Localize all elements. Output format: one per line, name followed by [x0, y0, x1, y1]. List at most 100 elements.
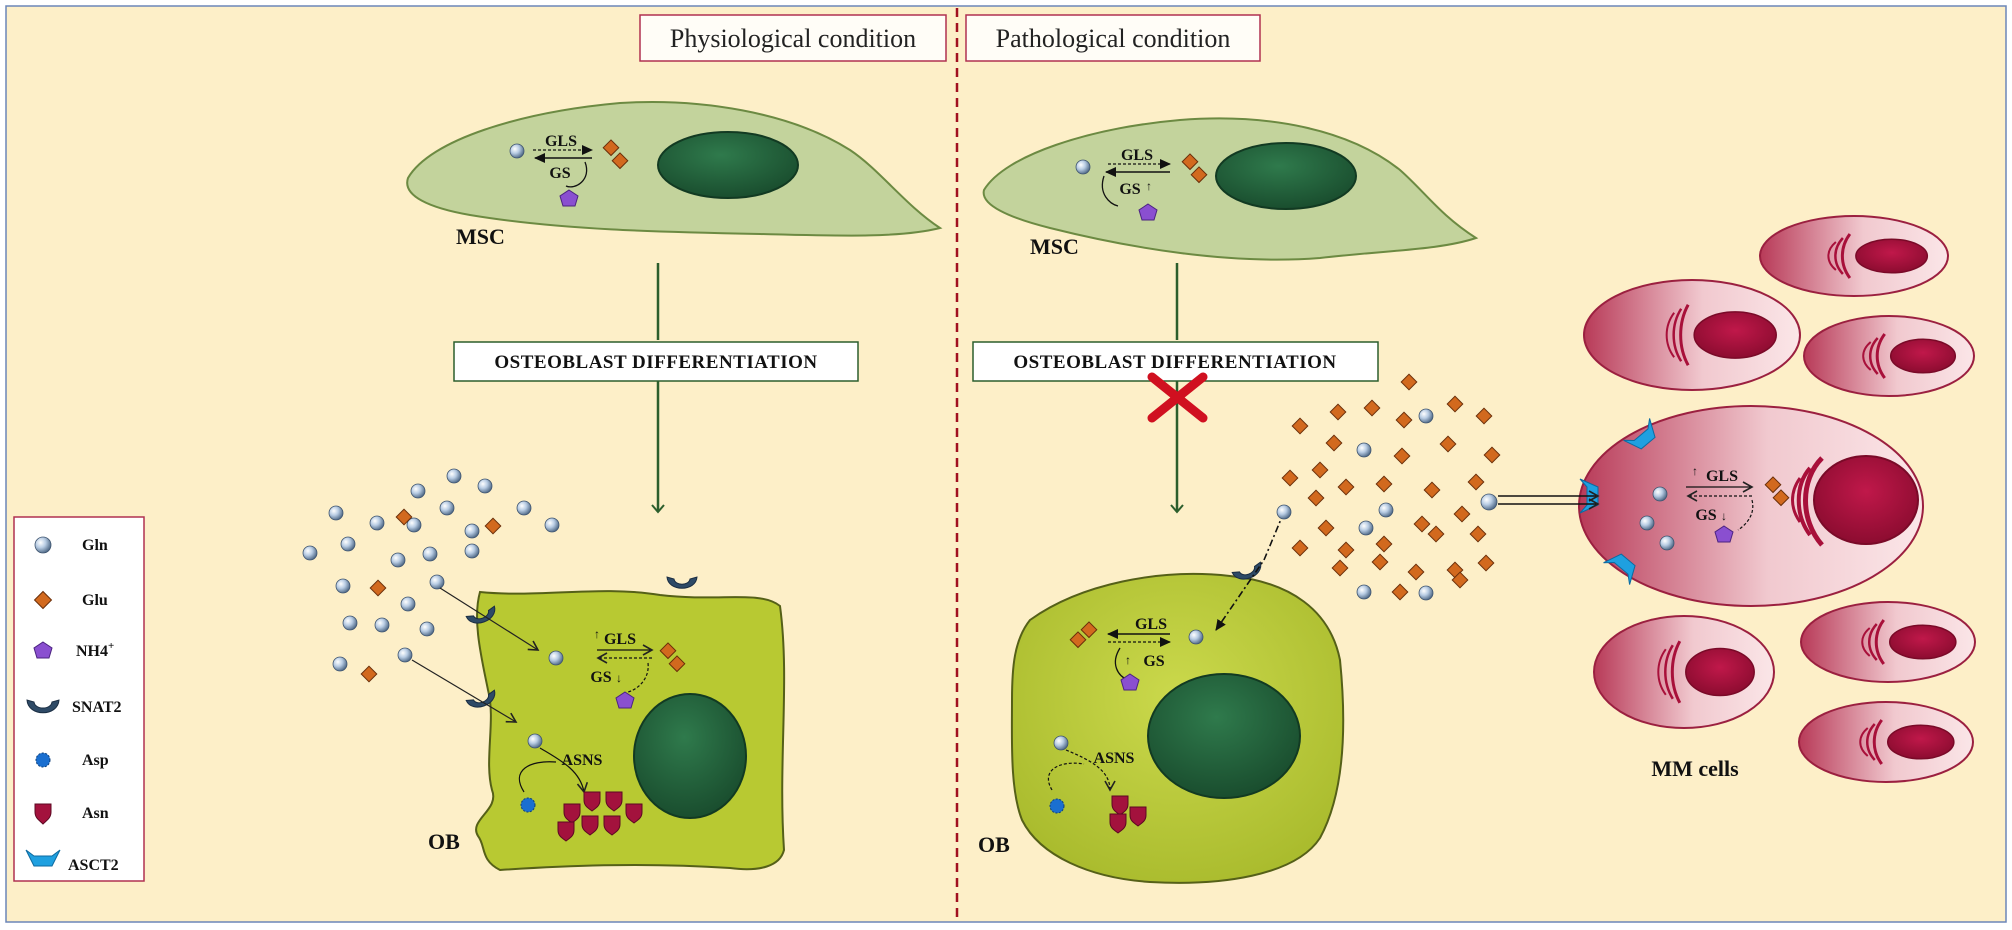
ob-left-metabolism: GLS ↑ GS ↓ ASNS: [518, 627, 686, 842]
uptake-arrow: [439, 587, 540, 651]
mm-nucleus: [1888, 624, 1957, 660]
gln-sphere-icon: [464, 523, 480, 539]
asp-star-icon: [520, 797, 536, 813]
gln-sphere-icon: [369, 515, 385, 531]
gls-label: GLS: [1706, 468, 1738, 485]
legend-snat2: SNAT2: [72, 699, 122, 716]
glu-diamond-icon: [1080, 621, 1098, 639]
nh4-pentagon-icon: [33, 641, 53, 659]
snat2-transporter-icon: [465, 689, 496, 708]
legend-asp: Asp: [82, 752, 109, 769]
glu-diamond-icon: [1393, 447, 1411, 465]
gls-label: GLS: [545, 133, 577, 150]
mm-nucleus: [1693, 311, 1777, 359]
asn-shield-icon: [34, 803, 52, 825]
gln-sphere-icon: [1418, 585, 1434, 601]
up-arrow-icon: ↑: [1125, 653, 1131, 667]
glu-diamond-icon: [1451, 571, 1469, 589]
gln-sphere-icon: [342, 615, 358, 631]
glu-diamond-icon: [1281, 469, 1299, 487]
gs-label: GS: [1119, 181, 1140, 198]
mm-cell-main: [1578, 405, 1924, 607]
asn-shield-icon: [603, 815, 621, 836]
glu-diamond-icon: [1375, 475, 1393, 493]
mm-metabolism: GLS ↑ GS ↓: [1639, 464, 1790, 551]
gls-label: GLS: [1121, 147, 1153, 164]
gln-sphere-icon: [328, 505, 344, 521]
diff-label-left: OSTEOBLAST DIFFERENTIATION: [494, 352, 817, 373]
snat2-transporter-icon: [666, 576, 698, 589]
mm-nucleus: [1889, 338, 1957, 374]
gln-sphere-icon: [1358, 520, 1374, 536]
block-x-icon: [1147, 372, 1208, 423]
glu-diamond-icon: [1477, 554, 1495, 572]
glu-diamond-icon: [1400, 373, 1418, 391]
glu-diamond-icon: [1363, 399, 1381, 417]
glu-diamond-icon: [1483, 446, 1501, 464]
gs-label: GS: [590, 669, 611, 686]
glu-diamond-icon: [1475, 407, 1493, 425]
glu-diamond-icon: [1291, 539, 1309, 557]
gln-sphere-icon: [1418, 408, 1434, 424]
gln-sphere-icon: [516, 500, 532, 516]
asn-shield-icon: [557, 821, 575, 842]
msc-left-metabolism: GLS GS: [509, 133, 629, 207]
ob-nucleus: [1147, 673, 1301, 799]
right-extracellular-pool: [1276, 373, 1501, 601]
glu-diamond-icon: [1069, 631, 1087, 649]
ob-label-left: OB: [428, 829, 460, 854]
uptake-arrow: [1215, 511, 1285, 631]
gln-sphere-icon: [1075, 159, 1091, 175]
mm-cell: [1583, 279, 1801, 391]
glu-diamond-icon: [1331, 559, 1349, 577]
gln-sphere-icon: [464, 543, 480, 559]
gs-label: GS: [1143, 653, 1164, 670]
glu-diamond-icon: [1395, 411, 1413, 429]
mm-cell: [1759, 215, 1949, 297]
gln-sphere-icon: [1639, 515, 1655, 531]
gln-sphere-icon: [340, 536, 356, 552]
nh4-pentagon-icon: [615, 691, 635, 709]
asn-shield-icon: [1129, 806, 1147, 827]
gs-label: GS: [1695, 507, 1716, 524]
gln-sphere-icon: [1378, 502, 1394, 518]
gln-sphere-icon: [374, 617, 390, 633]
ob-nucleus: [633, 693, 747, 819]
glu-diamond-icon: [1311, 461, 1329, 479]
nh4-pentagon-icon: [1120, 673, 1140, 691]
msc-label-left: MSC: [456, 224, 505, 249]
asn-shield-icon: [1109, 813, 1127, 834]
legend-glu: Glu: [82, 592, 108, 609]
up-arrow-icon: ↑: [1692, 464, 1698, 478]
gln-sphere-icon: [1659, 535, 1675, 551]
glu-diamond-icon: [1453, 505, 1471, 523]
osteoblast-differentiation-box-left: OSTEOBLAST DIFFERENTIATION: [453, 341, 859, 382]
glu-diamond-icon: [659, 642, 677, 660]
mm-nucleus: [1855, 238, 1929, 274]
glu-diamond-icon: [1423, 481, 1441, 499]
ob-label-right: OB: [978, 832, 1010, 857]
mm-cell: [1803, 315, 1975, 397]
diff-label-right: OSTEOBLAST DIFFERENTIATION: [1013, 352, 1336, 373]
glu-diamond-icon: [1337, 541, 1355, 559]
glu-diamond-icon: [1371, 553, 1389, 571]
mm-cells-label: MM cells: [1651, 756, 1739, 781]
asct2-transporter-icon: [1603, 553, 1636, 585]
gln-sphere-icon: [419, 621, 435, 637]
gln-sphere-icon: [439, 500, 455, 516]
gln-sphere-icon: [544, 517, 560, 533]
mm-cell: [1800, 601, 1976, 683]
gln-sphere-icon: [509, 143, 525, 159]
glu-diamond-icon: [1467, 473, 1485, 491]
glu-diamond-icon: [1307, 489, 1325, 507]
mm-cell: [1593, 615, 1775, 729]
legend-nh4: NH4+: [76, 640, 114, 660]
glu-diamond-icon: [668, 655, 686, 673]
gls-label: GLS: [1135, 616, 1167, 633]
up-arrow-icon: ↑: [594, 627, 600, 641]
gls-label: GLS: [604, 631, 636, 648]
glu-diamond-icon: [1181, 153, 1199, 171]
glu-diamond-icon: [1291, 417, 1309, 435]
glu-diamond-icon: [484, 517, 502, 535]
